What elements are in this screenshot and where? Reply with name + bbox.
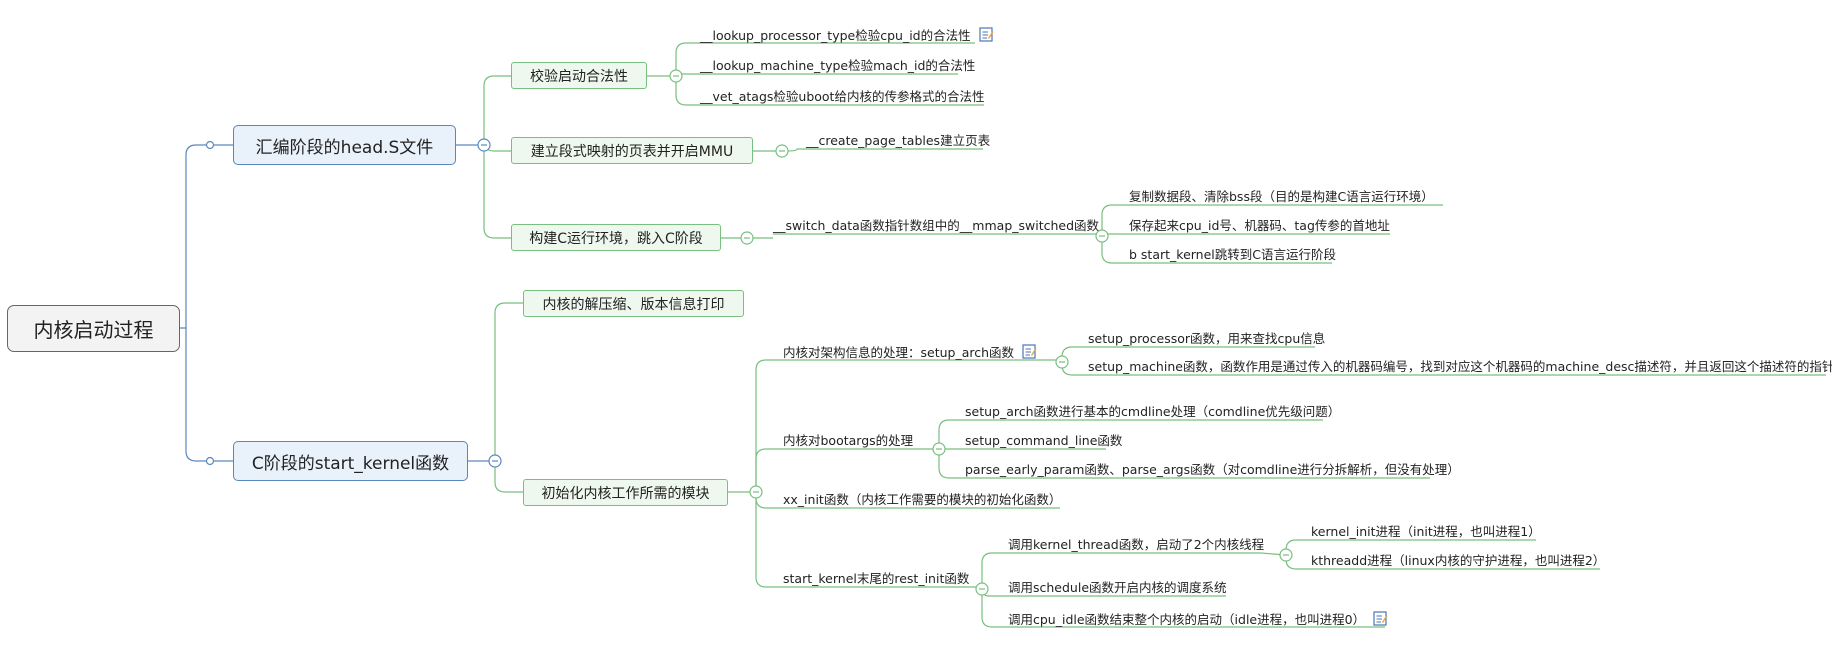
check-child-connector xyxy=(675,42,700,76)
leaf-b-start-kernel[interactable]: b start_kernel跳转到C语言运行阶段 xyxy=(1129,247,1336,263)
init-child-connector xyxy=(755,492,783,588)
leaf-kernel-init[interactable]: kernel_init进程（init进程，也叫进程1） xyxy=(1311,524,1541,540)
topic-build-c-env-label: 构建C运行环境，跳入C阶段 xyxy=(529,230,703,247)
topic-setup-arch-label: 内核对架构信息的处理：setup_arch函数 xyxy=(783,345,1015,360)
leaf-cpu-idle[interactable]: 调用cpu_idle函数结束整个内核的启动（idle进程，也叫进程0） xyxy=(1008,611,1388,628)
bootargs-child-connector xyxy=(938,419,965,449)
leaf-create-page-tables-label: __create_page_tables建立页表 xyxy=(806,133,991,148)
leaf-kthreadd[interactable]: kthreadd进程（linux内核的守护进程，也叫进程2） xyxy=(1311,553,1605,569)
topic-head-s[interactable]: 汇编阶段的head.S文件 xyxy=(233,125,456,165)
leaf-xx-init[interactable]: xx_init函数（内核工作需要的模块的初始化函数） xyxy=(783,492,1061,508)
topic-mmap-switched-label: __switch_data函数指针数组中的__mmap_switched函数 xyxy=(773,218,1100,233)
leaf-save-cpu-id-label: 保存起来cpu_id号、机器码、tag传参的首地址 xyxy=(1129,218,1390,233)
leaf-schedule-label: 调用schedule函数开启内核的调度系统 xyxy=(1008,580,1227,595)
leaf-lookup-processor[interactable]: __lookup_processor_type检验cpu_id的合法性 xyxy=(700,27,994,44)
leaf-lookup-processor-label: __lookup_processor_type检验cpu_id的合法性 xyxy=(700,28,971,43)
topic-bootargs[interactable]: 内核对bootargs的处理 xyxy=(783,433,913,449)
leaf-vet-atags[interactable]: __vet_atags检验uboot给内核的传参格式的合法性 xyxy=(700,89,984,105)
topic-decompress-label: 内核的解压缩、版本信息打印 xyxy=(542,296,725,313)
head-s-child-connector xyxy=(483,145,511,239)
mmap-child-connector xyxy=(1101,204,1129,236)
topic-build-c-env[interactable]: 构建C运行环境，跳入C阶段 xyxy=(511,224,721,251)
topic-setup-arch[interactable]: 内核对架构信息的处理：setup_arch函数 xyxy=(783,344,1037,361)
leaf-xx-init-label: xx_init函数（内核工作需要的模块的初始化函数） xyxy=(783,492,1062,507)
topic-check-legality-label: 校验启动合法性 xyxy=(530,68,628,85)
connector-dot[interactable] xyxy=(205,456,215,466)
root-to-head-s xyxy=(180,144,233,329)
leaf-setup-processor-label: setup_processor函数，用来查找cpu信息 xyxy=(1088,331,1326,346)
topic-mmu-pagetable-label: 建立段式映射的页表并开启MMU xyxy=(530,143,734,160)
note-icon[interactable] xyxy=(1022,344,1037,359)
leaf-kthreadd-label: kthreadd进程（linux内核的守护进程，也叫进程2） xyxy=(1311,553,1606,568)
topic-check-legality[interactable]: 校验启动合法性 xyxy=(511,62,647,89)
check-child-connector xyxy=(675,76,700,106)
leaf-setup-machine[interactable]: setup_machine函数，函数作用是通过传入的机器码编号，找到对应这个机器… xyxy=(1088,359,1832,375)
leaf-create-page-tables[interactable]: __create_page_tables建立页表 xyxy=(806,133,990,149)
mmap-child-connector xyxy=(1101,236,1129,264)
topic-kernel-thread-label: 调用kernel_thread函数，启动了2个内核线程 xyxy=(1008,537,1265,552)
leaf-setup-machine-label: setup_machine函数，函数作用是通过传入的机器码编号，找到对应这个机器… xyxy=(1088,359,1832,374)
leaf-save-cpu-id[interactable]: 保存起来cpu_id号、机器码、tag传参的首地址 xyxy=(1129,218,1390,234)
leaf-cmdline-basic[interactable]: setup_arch函数进行基本的cmdline处理（comdline优先级问题… xyxy=(965,404,1340,420)
leaf-setup-command-line-label: setup_command_line函数 xyxy=(965,433,1123,448)
topic-mmu-pagetable[interactable]: 建立段式映射的页表并开启MMU xyxy=(511,137,753,164)
topic-mmap-switched[interactable]: __switch_data函数指针数组中的__mmap_switched函数 xyxy=(773,218,1099,234)
bootargs-child-connector xyxy=(938,449,965,479)
leaf-copy-data-bss[interactable]: 复制数据段、清除bss段（目的是构建C语言运行环境） xyxy=(1129,189,1434,205)
topic-init-modules-label: 初始化内核工作所需的模块 xyxy=(541,485,710,502)
leaf-copy-data-bss-label: 复制数据段、清除bss段（目的是构建C语言运行环境） xyxy=(1129,189,1434,204)
topic-bootargs-label: 内核对bootargs的处理 xyxy=(783,433,914,448)
root-to-start-kernel xyxy=(185,328,233,462)
note-icon[interactable] xyxy=(1373,611,1388,626)
root-label: 内核启动过程 xyxy=(33,318,154,342)
leaf-schedule[interactable]: 调用schedule函数开启内核的调度系统 xyxy=(1008,580,1227,596)
leaf-cmdline-basic-label: setup_arch函数进行基本的cmdline处理（comdline优先级问题… xyxy=(965,404,1341,419)
init-child-connector xyxy=(755,359,783,492)
init-child-connector xyxy=(755,448,783,492)
topic-decompress[interactable]: 内核的解压缩、版本信息打印 xyxy=(523,290,744,317)
leaf-kernel-init-label: kernel_init进程（init进程，也叫进程1） xyxy=(1311,524,1541,539)
head-s-child-connector xyxy=(483,75,511,145)
connector-dot[interactable] xyxy=(205,140,215,150)
leaf-cpu-idle-label: 调用cpu_idle函数结束整个内核的启动（idle进程，也叫进程0） xyxy=(1008,612,1366,627)
note-icon[interactable] xyxy=(979,27,994,42)
rest-init-child-connector xyxy=(981,589,1008,628)
leaf-lookup-machine[interactable]: __lookup_machine_type检验mach_id的合法性 xyxy=(700,58,975,74)
leaf-lookup-machine-label: __lookup_machine_type检验mach_id的合法性 xyxy=(700,58,976,73)
leaf-parse-args-label: parse_early_param函数、parse_args函数（对comdli… xyxy=(965,462,1460,477)
topic-init-modules[interactable]: 初始化内核工作所需的模块 xyxy=(523,479,728,506)
topic-kernel-thread[interactable]: 调用kernel_thread函数，启动了2个内核线程 xyxy=(1008,537,1264,553)
leaf-b-start-kernel-label: b start_kernel跳转到C语言运行阶段 xyxy=(1129,247,1336,262)
leaf-setup-command-line[interactable]: setup_command_line函数 xyxy=(965,433,1122,449)
topic-start-kernel-label: C阶段的start_kernel函数 xyxy=(251,453,450,474)
leaf-vet-atags-label: __vet_atags检验uboot给内核的传参格式的合法性 xyxy=(700,89,985,104)
leaf-setup-processor[interactable]: setup_processor函数，用来查找cpu信息 xyxy=(1088,331,1325,347)
topic-head-s-label: 汇编阶段的head.S文件 xyxy=(255,137,434,158)
start-kernel-child-connector xyxy=(494,461,523,493)
topic-rest-init-label: start_kernel末尾的rest_init函数 xyxy=(783,571,970,586)
start-kernel-child-connector xyxy=(494,302,523,461)
topic-start-kernel[interactable]: C阶段的start_kernel函数 xyxy=(233,441,468,481)
root-topic[interactable]: 内核启动过程 xyxy=(7,305,180,352)
topic-rest-init[interactable]: start_kernel末尾的rest_init函数 xyxy=(783,571,969,587)
rest-init-child-connector xyxy=(981,552,1008,589)
leaf-parse-args[interactable]: parse_early_param函数、parse_args函数（对comdli… xyxy=(965,462,1460,478)
